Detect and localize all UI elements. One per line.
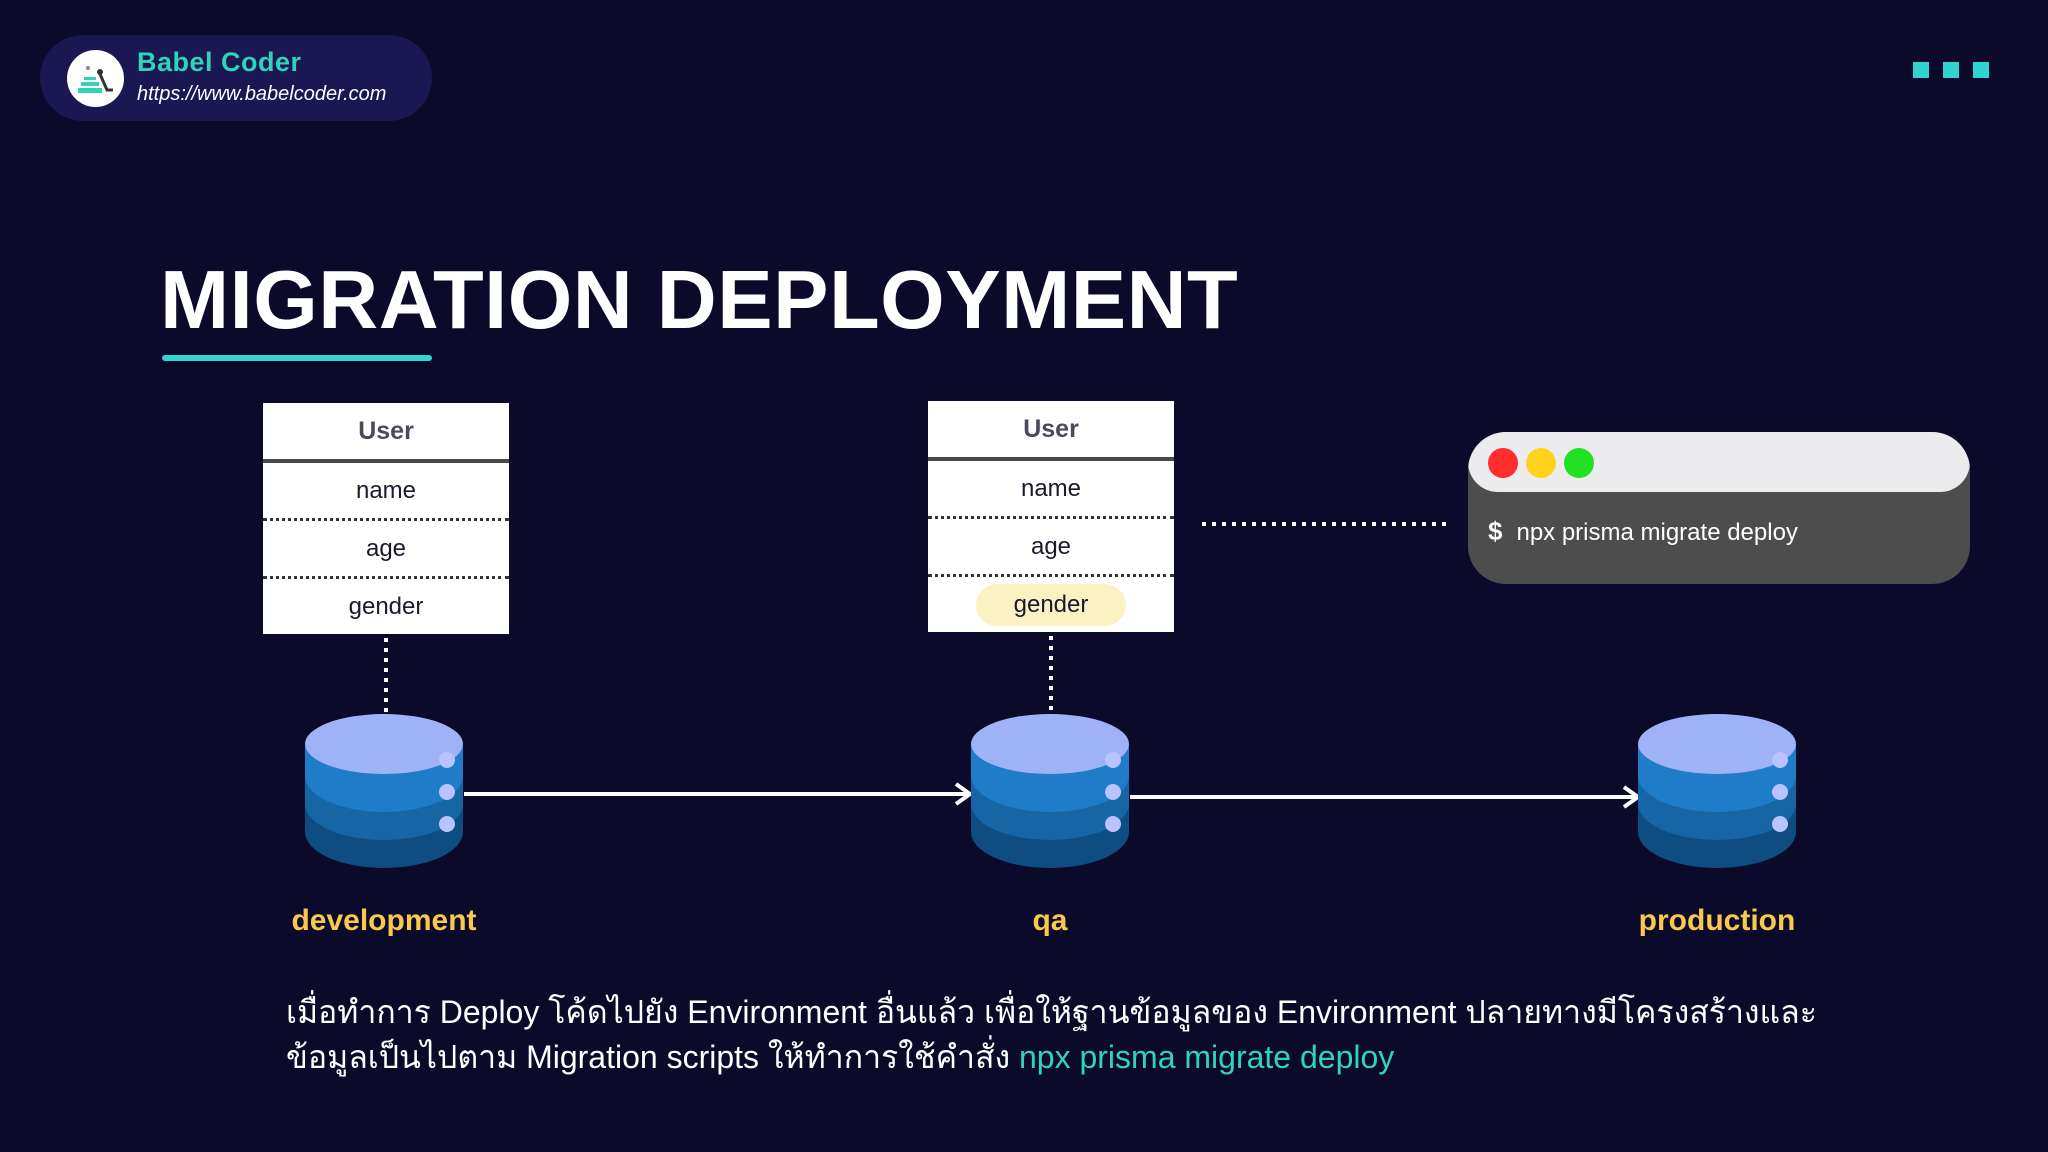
brand-url: https://www.babelcoder.com bbox=[137, 83, 387, 105]
brand-name: Babel Coder bbox=[137, 47, 302, 77]
terminal-title-bar bbox=[1468, 432, 1970, 492]
schema-field: age bbox=[263, 521, 509, 579]
logo-icon bbox=[67, 50, 124, 107]
schema-field: name bbox=[928, 461, 1174, 519]
terminal-window: $ npx prisma migrate deploy bbox=[1468, 432, 1970, 584]
description-command: npx prisma migrate deploy bbox=[1018, 1039, 1395, 1075]
description-line-2-text: ข้อมูลเป็นไปตาม Migration scripts ให้ทำก… bbox=[286, 1039, 1011, 1075]
arrow-right-icon bbox=[1130, 785, 1642, 809]
description-line-1: เมื่อทำการ Deploy โค้ดไปยัง Environment … bbox=[286, 994, 1817, 1030]
schema-field: age bbox=[928, 519, 1174, 577]
description: เมื่อทำการ Deploy โค้ดไปยัง Environment … bbox=[286, 990, 1986, 1080]
schema-table-development: User name age gender bbox=[263, 403, 509, 634]
terminal-prompt: $ bbox=[1488, 516, 1503, 546]
env-label-development: development bbox=[291, 904, 477, 937]
brand-badge: Babel Coder https://www.babelcoder.com bbox=[40, 35, 432, 121]
env-label-production: production bbox=[1638, 904, 1796, 937]
menu-dots-icon bbox=[1913, 62, 1989, 78]
description-line-2: ข้อมูลเป็นไปตาม Migration scripts ให้ทำก… bbox=[286, 1035, 1986, 1080]
schema-field-highlighted: gender bbox=[928, 577, 1174, 632]
schema-field: gender bbox=[348, 593, 424, 620]
arrow-right-icon bbox=[464, 782, 974, 806]
terminal-command-line: $ npx prisma migrate deploy bbox=[1488, 516, 1798, 547]
highlighted-field: gender bbox=[975, 584, 1127, 626]
maximize-light-icon bbox=[1564, 448, 1594, 478]
close-light-icon bbox=[1488, 448, 1518, 478]
schema-field: name bbox=[263, 463, 509, 521]
schema-title: User bbox=[928, 401, 1174, 461]
database-icon bbox=[971, 714, 1129, 868]
minimize-light-icon bbox=[1526, 448, 1556, 478]
page-title: MIGRATION DEPLOYMENT bbox=[160, 253, 1239, 346]
env-label-qa: qa bbox=[1032, 904, 1068, 937]
title-underline bbox=[162, 355, 432, 361]
database-icon bbox=[1638, 714, 1796, 868]
database-icon bbox=[305, 714, 463, 868]
terminal-command: npx prisma migrate deploy bbox=[1516, 519, 1798, 546]
schema-title: User bbox=[263, 403, 509, 463]
schema-table-qa: User name age gender bbox=[928, 401, 1174, 632]
